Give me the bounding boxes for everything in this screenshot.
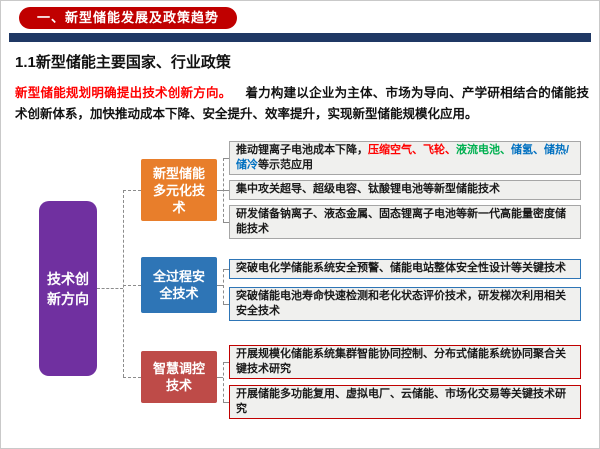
tech-item-text: 突破储能电池寿命快速检测和老化状态评价技术，研发梯次利用相关安全技术 — [236, 290, 566, 317]
branch-smart-control-tech: 智慧调控技术 — [141, 351, 217, 403]
connector-line — [123, 285, 141, 286]
connector-line — [223, 362, 224, 402]
connector-line — [123, 377, 141, 378]
connector-line — [123, 190, 124, 377]
tech-item: 突破电化学储能系统安全预警、储能电站整体安全性设计等关键技术 — [229, 259, 581, 279]
connector-line — [223, 190, 229, 191]
connector-line — [223, 158, 229, 159]
tech-item-text: 液流电池、 — [456, 144, 511, 156]
slide-header-title: 一、新型储能发展及政策趋势 — [37, 10, 220, 25]
connector-line — [217, 377, 223, 378]
connector-line — [223, 402, 229, 403]
tech-item-text: 集中攻关超导、超级电容、钛酸锂电池等新型储能技术 — [236, 183, 500, 195]
tech-item-text: 储氢、储热/储冷 — [236, 144, 570, 171]
section-title: 1.1新型储能主要国家、行业政策 — [15, 54, 231, 71]
tech-item-text: 突破电化学储能系统安全预警、储能电站整体安全性设计等关键技术 — [236, 262, 566, 274]
tech-item-text: 开展规模化储能系统集群智能协同控制、分布式储能系统协同聚合关键技术研究 — [236, 348, 566, 375]
tech-item: 开展规模化储能系统集群智能协同控制、分布式储能系统协同聚合关键技术研究 — [229, 345, 581, 379]
tech-item-text: 压缩空气、飞轮、 — [368, 144, 456, 156]
intro-paragraph: 新型储能规划明确提出技术创新方向。着力构建以企业为主体、市场为导向、产学研相结合… — [15, 83, 589, 125]
slide-header-banner: 一、新型储能发展及政策趋势 — [19, 7, 238, 29]
connector-line — [223, 222, 229, 223]
connector-line — [97, 288, 123, 289]
branch-whole-process-safety-tech: 全过程安全技术 — [141, 257, 217, 313]
connector-line — [123, 190, 141, 191]
tech-item: 突破储能电池寿命快速检测和老化状态评价技术，研发梯次利用相关安全技术 — [229, 287, 581, 321]
connector-line — [223, 304, 229, 305]
tech-item: 集中攻关超导、超级电容、钛酸锂电池等新型储能技术 — [229, 180, 581, 200]
tech-item: 研发储备钠离子、液态金属、固态锂离子电池等新一代高能量密度储能技术 — [229, 205, 581, 239]
branch-diversified-storage-tech: 新型储能多元化技术 — [141, 159, 217, 221]
tech-item: 开展储能多功能复用、虚拟电厂、云储能、市场化交易等关键技术研究 — [229, 385, 581, 419]
connector-line — [217, 190, 223, 191]
tech-item-text: 研发储备钠离子、液态金属、固态锂离子电池等新一代高能量密度储能技术 — [236, 208, 566, 235]
connector-line — [223, 269, 224, 304]
tech-innovation-diagram: 技术创新方向 新型储能多元化技术 全过程安全技术 智慧调控技术 推动锂离子电池成… — [1, 131, 599, 448]
header-divider-bar — [9, 33, 591, 42]
tech-item-text: 等示范应用 — [258, 159, 313, 171]
intro-body: 着力构建以企业为主体、市场为导向、产学研相结合的储能技术创新体系，加快推动成本下… — [15, 86, 589, 121]
connector-line — [217, 285, 223, 286]
tech-item-text: 开展储能多功能复用、虚拟电厂、云储能、市场化交易等关键技术研究 — [236, 388, 566, 415]
connector-line — [223, 362, 229, 363]
tech-item: 推动锂离子电池成本下降，压缩空气、飞轮、液流电池、储氢、储热/储冷等示范应用 — [229, 141, 581, 175]
connector-line — [223, 269, 229, 270]
root-node-tech-innovation: 技术创新方向 — [39, 201, 97, 376]
intro-highlight: 新型储能规划明确提出技术创新方向。 — [15, 86, 232, 100]
tech-item-text: 推动锂离子电池成本下降， — [236, 144, 368, 156]
